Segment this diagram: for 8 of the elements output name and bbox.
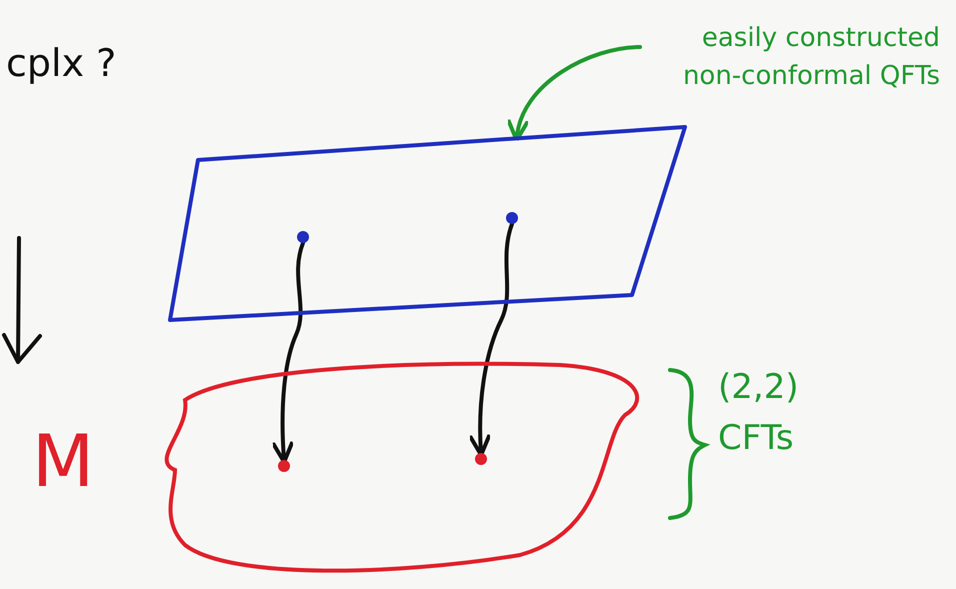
dot xyxy=(506,212,518,224)
annotation-text: easily constructed non-conformal QFTs xyxy=(682,22,940,93)
note-text: cplx ? xyxy=(6,40,118,87)
bracket-label: (2,2) CFTs xyxy=(718,366,800,460)
dot xyxy=(278,460,290,472)
manifold-label: M xyxy=(32,425,94,497)
dot xyxy=(475,453,487,465)
dot xyxy=(297,231,309,243)
